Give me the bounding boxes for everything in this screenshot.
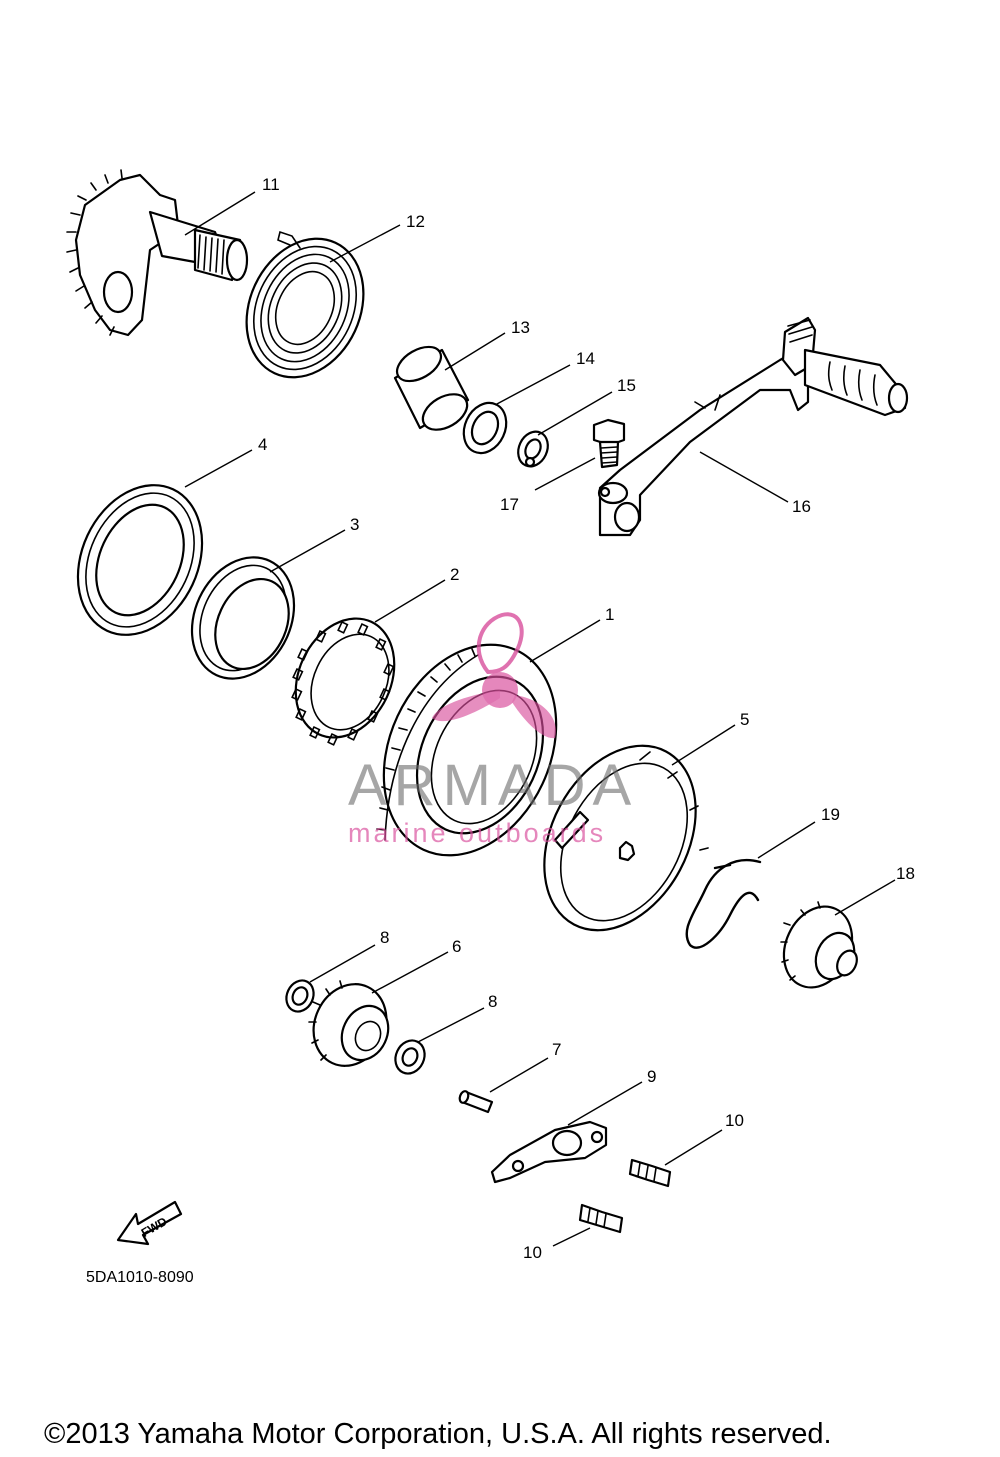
watermark-brand: ARMADA <box>348 753 638 818</box>
part-19-wire-clip[interactable] <box>685 858 762 949</box>
callout-8-lower: 8 <box>488 992 497 1011</box>
propeller-logo-icon <box>432 612 556 739</box>
callout-11: 11 <box>262 175 280 194</box>
part-9-plate[interactable] <box>490 1120 608 1184</box>
callout-19: 19 <box>821 805 840 824</box>
callout-18: 18 <box>896 864 915 883</box>
armada-watermark: ARMADA marine outboards <box>348 612 638 848</box>
part-11-kick-axle[interactable] <box>66 169 249 337</box>
part-5-clutch-plate[interactable] <box>514 720 726 957</box>
callout-2: 2 <box>450 565 459 584</box>
part-17-bolt[interactable] <box>592 418 626 469</box>
part-6-idle-gear[interactable] <box>301 972 400 1078</box>
copyright-notice: ©2013 Yamaha Motor Corporation, U.S.A. A… <box>44 1418 832 1450</box>
part-8-washer-upper[interactable] <box>281 976 318 1016</box>
callout-5: 5 <box>740 710 749 729</box>
callout-15: 15 <box>617 376 636 395</box>
callout-7: 7 <box>552 1040 561 1059</box>
part-12-torsion-spring[interactable] <box>225 220 386 397</box>
part-15-circlip[interactable] <box>513 427 554 471</box>
callout-8-upper: 8 <box>380 928 389 947</box>
callout-6: 6 <box>452 937 461 956</box>
part-4-thrust-ring[interactable] <box>54 465 225 655</box>
part-16-kick-crank[interactable] <box>597 316 909 537</box>
part-2-roller-bearing[interactable] <box>277 602 413 753</box>
part-3-bearing-race[interactable] <box>173 541 313 696</box>
part-7-pin[interactable] <box>458 1090 494 1114</box>
callout-9: 9 <box>647 1067 656 1086</box>
watermark-tagline: marine outboards <box>348 818 606 848</box>
callout-10-upper: 10 <box>725 1111 744 1130</box>
callout-13: 13 <box>511 318 530 337</box>
part-13-collar[interactable] <box>391 340 473 437</box>
part-10-bolt-upper[interactable] <box>628 1158 672 1188</box>
callout-14: 14 <box>576 349 595 368</box>
part-18-pinion-gear[interactable] <box>771 895 865 998</box>
callout-3: 3 <box>350 515 359 534</box>
diagram-code: 5DA1010-8090 <box>86 1269 194 1286</box>
callout-12: 12 <box>406 212 425 231</box>
fwd-arrow-icon: FWD <box>116 1200 183 1246</box>
callout-10-lower: 10 <box>523 1243 542 1262</box>
part-8-washer-lower[interactable] <box>390 1036 430 1079</box>
callout-17: 17 <box>500 495 519 514</box>
callout-16: 16 <box>792 497 811 516</box>
callout-1: 1 <box>605 605 614 624</box>
part-14-washer[interactable] <box>456 396 514 460</box>
callout-4: 4 <box>258 435 267 454</box>
part-10-bolt-lower[interactable] <box>578 1203 624 1234</box>
